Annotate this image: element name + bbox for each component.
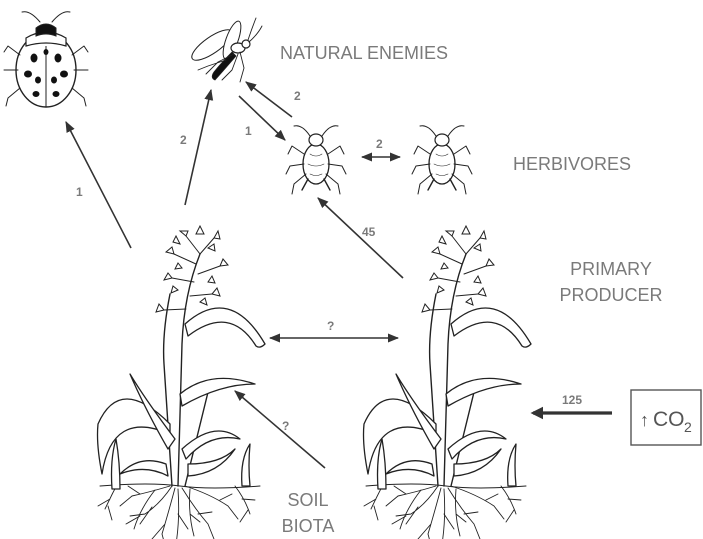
label-soil-to-plant: ? (282, 419, 289, 433)
label-wasp-to-aphid: 1 (245, 124, 252, 138)
label-primary: PRIMARY (570, 259, 652, 279)
label-biota: BIOTA (282, 516, 335, 536)
label-co2-to-plant: 125 (562, 393, 582, 407)
label-aphid-to-aphid: 2 (376, 137, 383, 151)
grass-plant-icon (98, 226, 266, 539)
label-herbivores: HERBIVORES (513, 154, 631, 174)
co2-subscript: 2 (684, 419, 692, 435)
label-aphid-to-wasp: 2 (294, 89, 301, 103)
arrow-plant-to-aphid (318, 198, 403, 278)
label-plant-to-aphid: 45 (362, 225, 376, 239)
arrow-aphid-to-wasp (246, 82, 292, 117)
label-soil: SOIL (287, 490, 328, 510)
parasitoid-wasp-icon (188, 18, 262, 82)
aphid-icon (412, 126, 472, 194)
arrow-plant-to-wasp (185, 90, 211, 205)
co2-up-arrow-icon: ↑ (640, 410, 649, 430)
label-natural-enemies: NATURAL ENEMIES (280, 43, 448, 63)
ladybird-beetle-icon (4, 12, 88, 107)
aphid-icon (286, 126, 346, 194)
grass-plant-icon (364, 226, 532, 539)
label-producer: PRODUCER (559, 285, 662, 305)
label-plant-to-wasp: 2 (180, 133, 187, 147)
co2-label: CO (653, 408, 685, 431)
co2-box: ↑ CO 2 (631, 390, 701, 445)
label-plant-to-ladybird: 1 (76, 185, 83, 199)
label-plant-to-plant: ? (327, 319, 334, 333)
